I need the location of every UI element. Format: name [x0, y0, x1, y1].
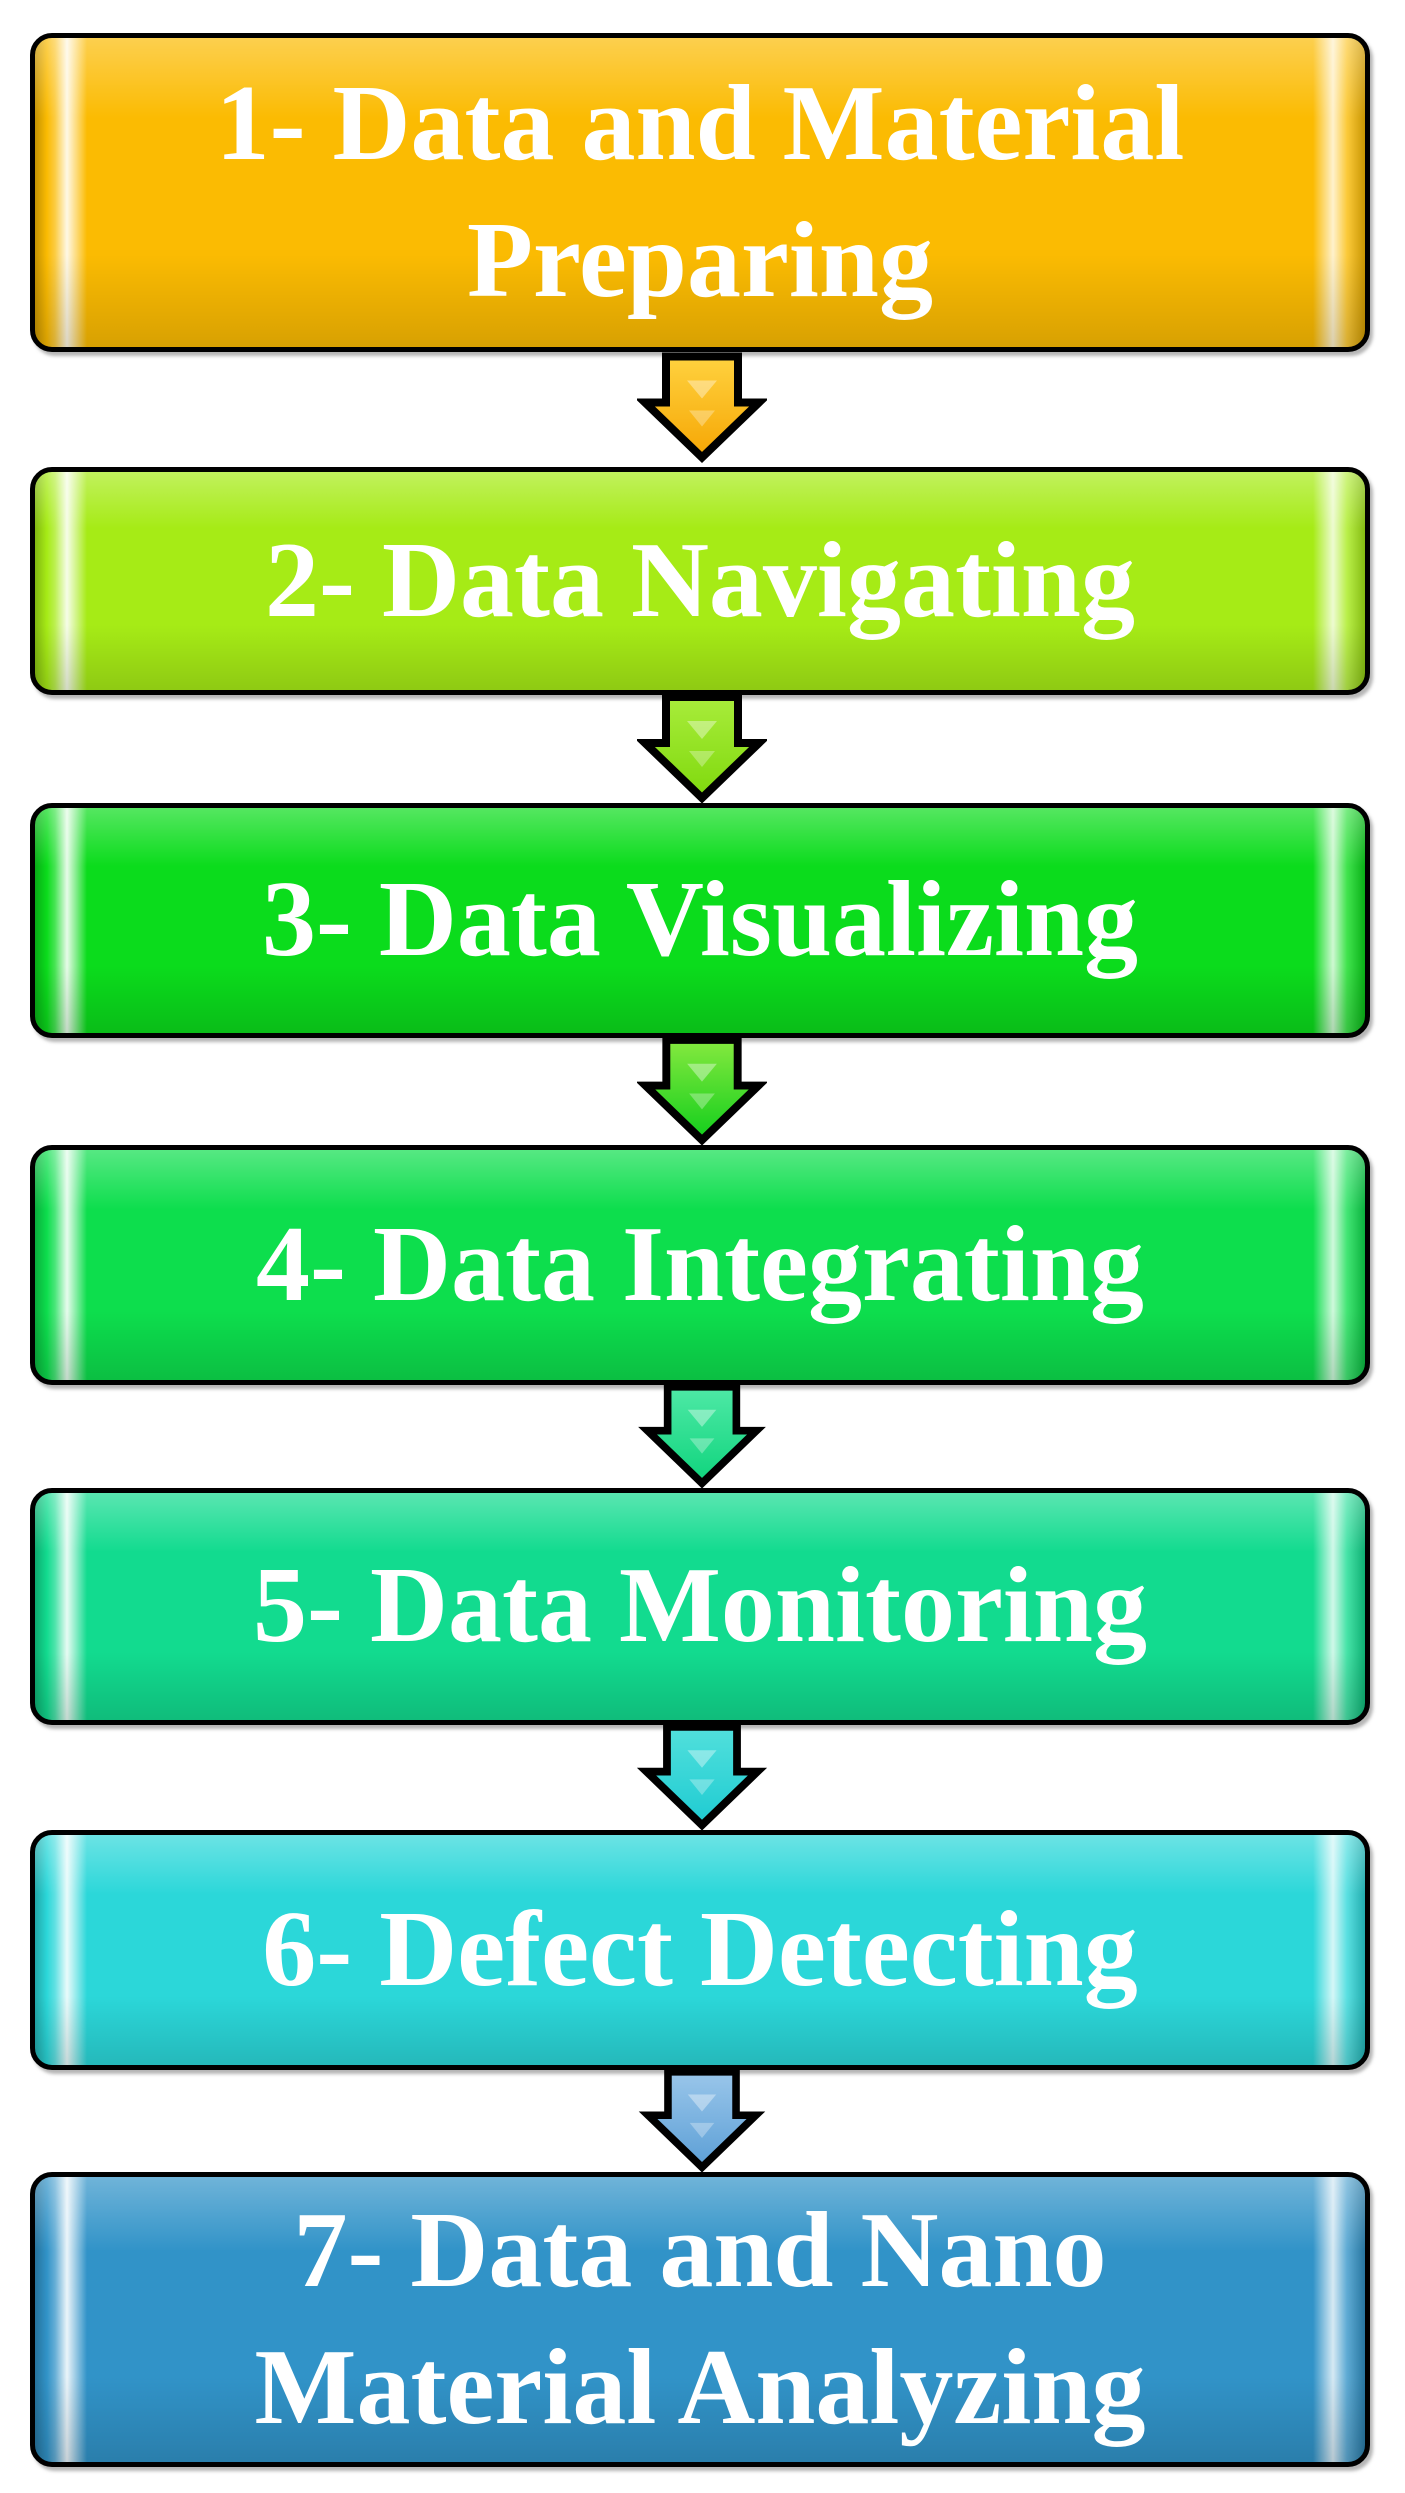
step-label: Preparing	[467, 200, 933, 320]
step-box-7: 7- Data and Nano Material Analyzing	[30, 2172, 1370, 2467]
step-box-3: 3- Data Visualizing	[30, 803, 1370, 1038]
step-label: 4- Data Integrating	[256, 1204, 1144, 1324]
step-label: Material Analyzing	[254, 2327, 1146, 2447]
arrow-down-icon	[637, 693, 767, 803]
step-box-2: 2- Data Navigating	[30, 467, 1370, 695]
step-label: 2- Data Navigating	[265, 520, 1135, 640]
arrow-down-icon	[637, 350, 767, 465]
step-box-4: 4- Data Integrating	[30, 1145, 1370, 1385]
step-box-1: 1- Data and Material Preparing	[30, 33, 1370, 352]
step-label: 3- Data Visualizing	[261, 860, 1139, 980]
step-label: 6- Defect Detecting	[262, 1889, 1138, 2009]
arrow-down-icon	[637, 1036, 767, 1145]
step-label: 1- Data and Material	[215, 64, 1185, 184]
step-label: 7- Data and Nano	[293, 2191, 1107, 2311]
arrow-down-icon	[637, 1723, 767, 1830]
arrow-down-icon	[637, 2068, 767, 2172]
arrow-down-icon	[637, 1383, 767, 1488]
step-box-6: 6- Defect Detecting	[30, 1830, 1370, 2070]
step-box-5: 5- Data Monitoring	[30, 1488, 1370, 1725]
step-label: 5- Data Monitoring	[253, 1546, 1147, 1666]
